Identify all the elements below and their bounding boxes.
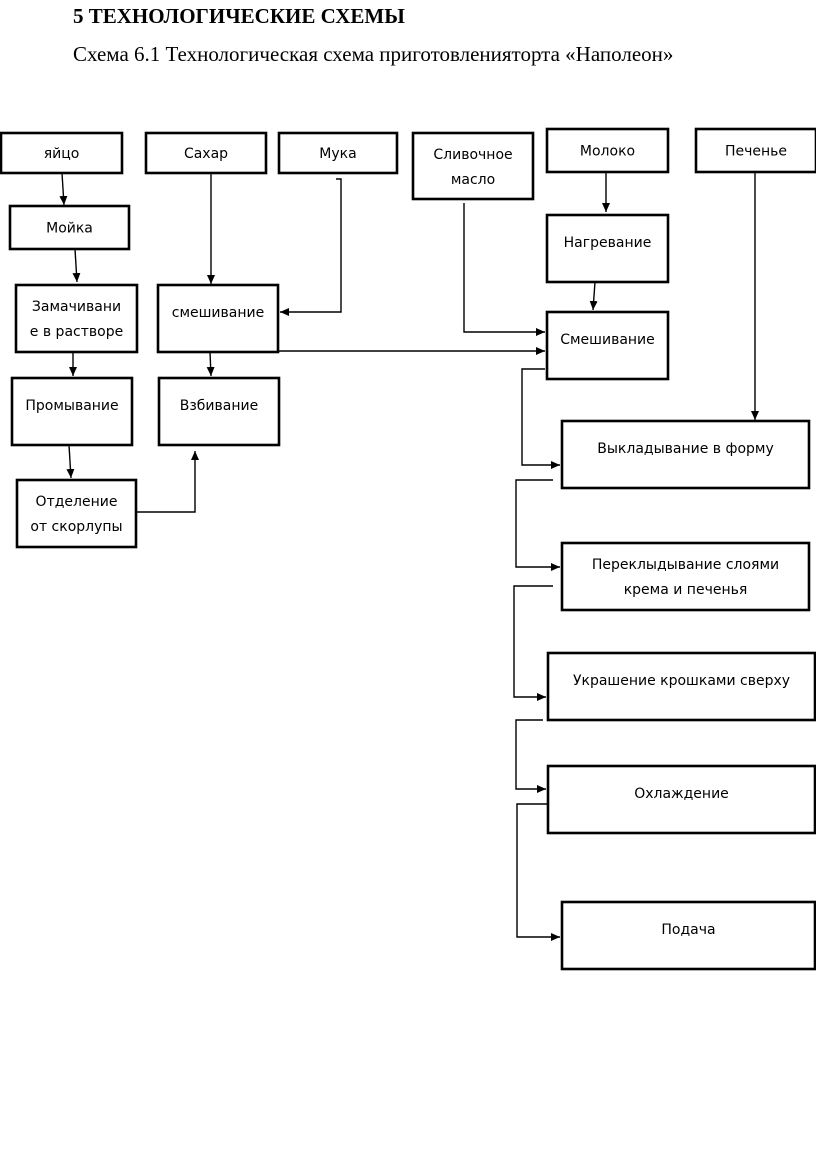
node-crumb-decoration: Украшение крошками сверху [546, 651, 816, 722]
arrow-heating-to-mixing-cream [589, 281, 598, 311]
node-soaking: Замачивани е в растворе [14, 283, 139, 354]
node-box-form-laying [560, 419, 811, 490]
arrow-egg-to-washing [59, 172, 68, 206]
arrow-crumb-decoration-to-cooling [515, 719, 546, 793]
node-rinsing: Промывание [10, 376, 134, 447]
node-heating: Нагревание [545, 213, 670, 284]
node-label-butter: масло [451, 172, 495, 188]
node-box-serving [560, 900, 816, 971]
node-label-milk: Молоко [580, 144, 635, 160]
node-box-cookies [694, 127, 816, 174]
node-label-cookies: Печенье [725, 144, 787, 160]
node-box-shell-separation [15, 478, 138, 549]
arrow-mixing-cream-to-form-laying [521, 368, 560, 469]
node-butter: Сливочное масло [411, 131, 535, 201]
node-box-milk [545, 127, 670, 174]
node-whipping: Взбивание [157, 376, 281, 447]
arrow-mixing-sugar-flour-to-whipping [206, 351, 215, 377]
arrow-flour-to-mixing-sugar-flour [280, 178, 342, 316]
node-label-layering: крема и печенья [624, 582, 748, 598]
node-label-shell-separation: Отделение [36, 494, 118, 510]
node-label-form-laying: Выкладывание в форму [597, 441, 774, 457]
node-box-butter [411, 131, 535, 201]
arrow-layering-to-crumb-decoration [513, 585, 553, 701]
node-label-soaking: Замачивани [32, 299, 121, 315]
node-layering: Переклыдывание слоями крема и печенья [560, 541, 811, 612]
node-label-mixing-cream: Смешивание [560, 332, 655, 348]
node-label-egg: яйцо [44, 146, 80, 162]
arrow-rinsing-to-shell-separation [66, 444, 75, 479]
node-label-crumb-decoration: Украшение крошками сверху [573, 673, 790, 689]
node-box-mixing-sugar-flour [156, 283, 280, 354]
node-label-butter: Сливочное [433, 147, 512, 163]
arrow-washing-to-soaking [72, 248, 81, 283]
node-label-serving: Подача [661, 922, 715, 938]
node-serving: Подача [560, 900, 816, 971]
node-washing: Мойка [8, 204, 131, 251]
node-box-rinsing [10, 376, 134, 447]
arrow-cooling-to-serving [516, 803, 560, 941]
node-mixing-sugar-flour: смешивание [156, 283, 280, 354]
arrow-shell-separation-to-whipping [136, 451, 199, 513]
node-mixing-cream: Смешивание [545, 310, 670, 381]
node-label-heating: Нагревание [564, 235, 652, 251]
node-box-cooling [546, 764, 816, 835]
scheme-caption: Схема 6.1 Технологическая схема приготов… [73, 42, 674, 66]
arrow-butter-to-mixing-cream [463, 203, 545, 336]
node-cooling: Охлаждение [546, 764, 816, 835]
node-box-washing [8, 204, 131, 251]
node-label-mixing-sugar-flour: смешивание [172, 305, 264, 321]
node-cookies: Печенье [694, 127, 816, 174]
node-label-soaking: е в растворе [30, 324, 123, 340]
node-flour: Мука [277, 131, 399, 175]
node-label-whipping: Взбивание [180, 398, 258, 414]
node-sugar: Сахар [144, 131, 268, 175]
node-milk: Молоко [545, 127, 670, 174]
node-label-shell-separation: от скорлупы [30, 519, 122, 535]
node-box-mixing-cream [545, 310, 670, 381]
node-box-layering [560, 541, 811, 612]
node-box-egg [0, 131, 124, 175]
node-label-cooling: Охлаждение [634, 786, 729, 802]
node-label-washing: Мойка [46, 221, 93, 237]
node-label-rinsing: Промывание [25, 398, 118, 414]
node-shell-separation: Отделение от скорлупы [15, 478, 138, 549]
node-label-layering: Переклыдывание слоями [592, 557, 779, 573]
node-label-sugar: Сахар [184, 146, 228, 162]
node-box-heating [545, 213, 670, 284]
page-title: 5 ТЕХНОЛОГИЧЕСКИЕ СХЕМЫ [73, 4, 405, 28]
node-box-flour [277, 131, 399, 175]
node-box-whipping [157, 376, 281, 447]
arrow-form-laying-to-layering [515, 479, 560, 571]
node-box-soaking [14, 283, 139, 354]
node-label-flour: Мука [319, 146, 356, 162]
node-egg: яйцо [0, 131, 124, 175]
node-box-crumb-decoration [546, 651, 816, 722]
node-box-sugar [144, 131, 268, 175]
node-form-laying: Выкладывание в форму [560, 419, 811, 490]
